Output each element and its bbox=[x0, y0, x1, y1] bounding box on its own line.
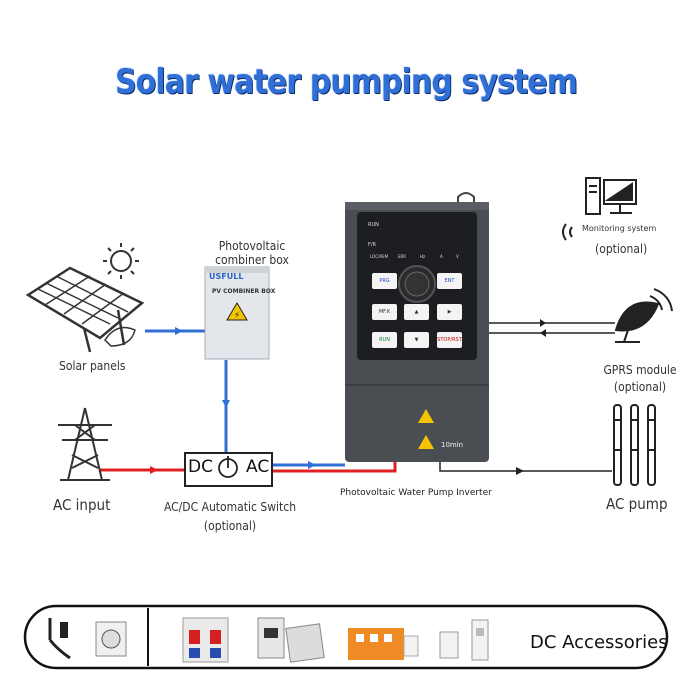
combiner-brand: USFULL bbox=[209, 272, 244, 281]
inverter-hz-indicator: Hz bbox=[420, 254, 426, 259]
arrow-right-icon bbox=[150, 466, 158, 474]
combiner-box-image: ⚡ bbox=[204, 266, 270, 360]
combiner-box-text: PV COMBINER BOX bbox=[212, 288, 276, 295]
transmission-tower-icon bbox=[58, 407, 112, 481]
sun-icon bbox=[103, 243, 139, 279]
dc-isolator-icon bbox=[95, 621, 127, 657]
arrow-down-icon bbox=[222, 400, 230, 408]
arrow-right-icon bbox=[175, 327, 183, 335]
page-title: Solar water pumping system bbox=[114, 62, 578, 102]
inverter-shift-key[interactable]: ▶ bbox=[437, 304, 462, 320]
ac-line-inverter-pump bbox=[439, 462, 612, 472]
monitoring-computer-icon bbox=[562, 177, 637, 241]
inverter-ent-key[interactable]: ENT bbox=[437, 273, 462, 289]
dc-accessories-label: DC Accessories bbox=[530, 632, 668, 653]
ac-line-switch-inverter bbox=[272, 462, 397, 473]
arrow-left-icon bbox=[540, 329, 546, 337]
ac-input-label: AC input bbox=[53, 496, 111, 514]
acdc-switch-box bbox=[184, 452, 273, 487]
dc-breaker-icon bbox=[182, 617, 229, 663]
inverter-mfk-key[interactable]: MF.K bbox=[372, 304, 397, 320]
switch-label: AC/DC Automatic Switch bbox=[163, 500, 297, 514]
svg-text:⚡: ⚡ bbox=[234, 311, 240, 321]
satellite-dish-icon bbox=[614, 288, 673, 343]
ac-pump-label: AC pump bbox=[606, 495, 668, 513]
gprs-optional-label: (optional) bbox=[613, 380, 667, 394]
switch-dc-text: DC bbox=[188, 457, 213, 477]
arrow-right-icon bbox=[516, 467, 524, 475]
inverter-run-indicator: RUN bbox=[368, 222, 379, 228]
switch-optional-label: (optional) bbox=[203, 519, 257, 533]
inverter-up-key[interactable]: ▲ bbox=[404, 304, 429, 320]
arrow-right-icon bbox=[308, 461, 316, 469]
inverter-label: Photovoltaic Water Pump Inverter bbox=[340, 488, 492, 498]
inverter-err-indicator: ERR bbox=[398, 254, 407, 259]
monitoring-optional-label: (optional) bbox=[595, 242, 648, 256]
inverter-timer-text: 10min bbox=[441, 441, 464, 449]
inverter-down-key[interactable]: ▼ bbox=[404, 332, 429, 348]
solar-panels-label: Solar panels bbox=[59, 359, 126, 373]
arrow-right-icon bbox=[540, 319, 546, 327]
inverter-stop-key[interactable]: STOP/RST bbox=[437, 332, 462, 348]
inverter-v-indicator: V bbox=[456, 254, 459, 259]
inverter-prg-key[interactable]: PRG bbox=[372, 273, 397, 289]
gprs-label: GPRS module bbox=[603, 363, 677, 377]
surge-protector-icon bbox=[348, 628, 419, 660]
inverter-a-indicator: A bbox=[440, 254, 443, 259]
fuse-holder-icon bbox=[439, 619, 489, 661]
inverter-run-key[interactable]: RUN bbox=[372, 332, 397, 348]
inverter-fr-indicator: F/R bbox=[368, 242, 377, 248]
switch-ac-text: AC bbox=[246, 457, 270, 477]
inverter-device bbox=[345, 192, 489, 462]
monitoring-label: Monitoring system bbox=[582, 224, 657, 233]
inverter-locrem-indicator: LOC/REM bbox=[370, 254, 389, 259]
ac-pump-icon bbox=[613, 404, 656, 486]
solar-panel-icon bbox=[25, 266, 145, 353]
combiner-label: Photovoltaic combiner box bbox=[215, 239, 289, 267]
mccb-breaker-icon bbox=[257, 617, 325, 663]
mc4-connector-icon bbox=[48, 618, 71, 660]
